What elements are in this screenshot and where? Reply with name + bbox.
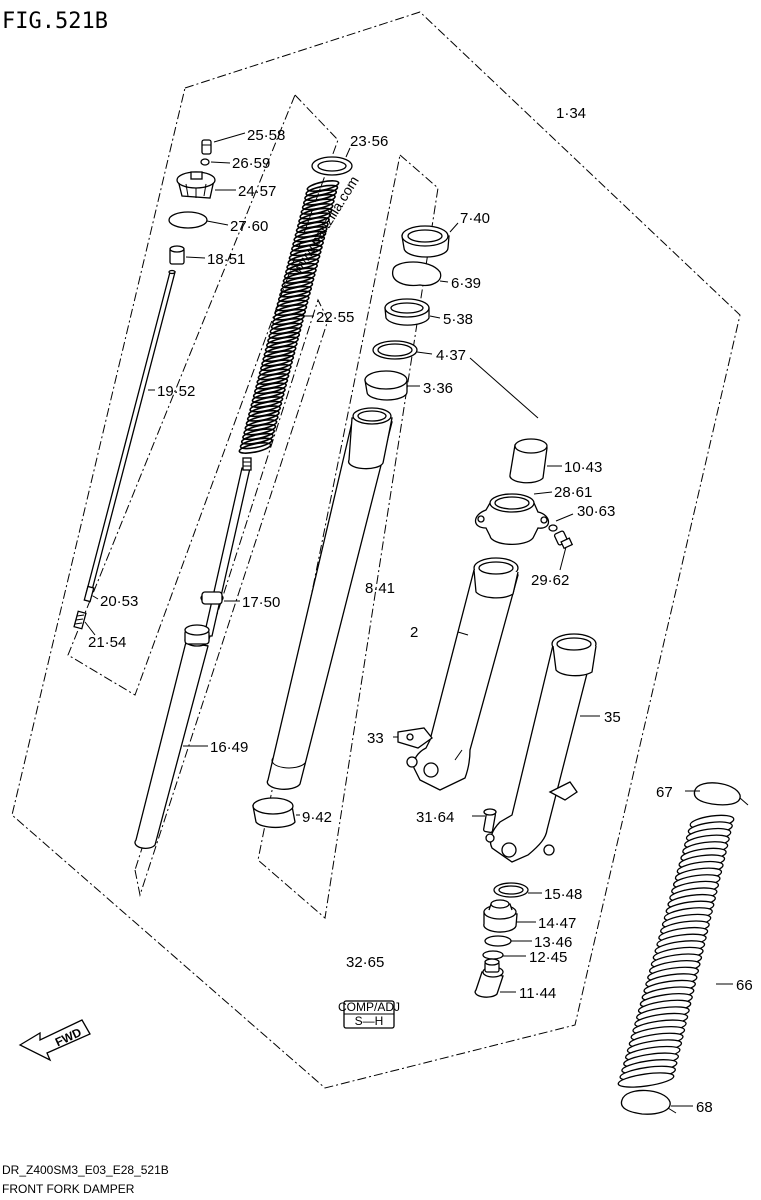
callout-labels: 1·34 2 3·36 4·37 5·38 6·39 7·40 8·41 9·4…: [88, 105, 753, 1116]
lock-nut-part: [169, 245, 185, 265]
lower-bush-part: [252, 797, 296, 829]
callout-6: 6·39: [451, 275, 481, 292]
clamp-washer-part: [548, 524, 558, 532]
callout-15: 15·48: [544, 886, 582, 903]
callout-33: 33: [367, 730, 384, 747]
leader-lines: [84, 132, 733, 1107]
o-ring-cap-part: [168, 211, 208, 229]
fwd-label: FWD: [53, 1025, 84, 1049]
compression-adjuster-part: [474, 958, 504, 998]
damper-cylinder-part: [134, 457, 252, 849]
badge-bottom-text: S—H: [355, 1014, 384, 1028]
boot-lower-clip-tab: [667, 1107, 677, 1114]
callout-31: 31·64: [416, 809, 454, 826]
adjuster-rod-part: [85, 269, 176, 595]
comp-adj-label-part: COMP/ADJ S—H: [338, 1000, 400, 1029]
callout-25: 25·58: [247, 127, 285, 144]
clamp-bolt-part: [553, 530, 574, 550]
watermark-text: www.partzilla.com: [288, 173, 361, 277]
callout-32: 32·65: [346, 954, 384, 971]
callout-26: 26·59: [232, 155, 270, 172]
footer-name: FRONT FORK DAMPER: [2, 1182, 135, 1196]
bolt-part: [201, 139, 212, 155]
callout-16: 16·49: [210, 739, 248, 756]
boot-lower-clip-part: [620, 1089, 671, 1115]
callout-3: 3·36: [423, 380, 453, 397]
callout-23: 23·56: [350, 133, 388, 150]
o-ring-base-part: [493, 882, 529, 898]
callout-30: 30·63: [577, 503, 615, 520]
badge-top-text: COMP/ADJ: [338, 1000, 400, 1014]
o-ring-small-part: [200, 158, 210, 166]
rod-pin-part: [83, 585, 95, 603]
fork-boot-part: [617, 814, 735, 1088]
spacer-tube-part: [509, 438, 548, 484]
callout-5: 5·38: [443, 311, 473, 328]
callout-9: 9·42: [302, 809, 332, 826]
callout-29: 29·62: [531, 572, 569, 589]
callout-20: 20·53: [100, 593, 138, 610]
callout-8: 8·41: [365, 580, 395, 597]
footer-code: DR_Z400SM3_E03_E28_521B: [2, 1163, 169, 1177]
callout-10: 10·43: [564, 459, 602, 476]
inner-tube-group-edge: [469, 357, 539, 419]
clamp-part: [474, 493, 550, 546]
small-spring-part: [73, 610, 87, 630]
oil-seal-retainer-part: [384, 298, 430, 326]
callout-2: 2: [410, 624, 418, 641]
boot-upper-clip-part: [693, 782, 741, 806]
callout-21: 21·54: [88, 634, 126, 651]
left-rod-group-outline: [67, 94, 339, 696]
washer-valve-part: [482, 950, 504, 960]
callout-14: 14·47: [538, 915, 576, 932]
o-ring-valve-part: [484, 935, 512, 947]
callout-18: 18·51: [207, 251, 245, 268]
guide-ring-part: [372, 340, 418, 360]
slide-bush-part: [364, 370, 408, 401]
callout-68: 68: [696, 1099, 713, 1116]
callout-13: 13·46: [534, 934, 572, 951]
callout-28: 28·61: [554, 484, 592, 501]
callout-66: 66: [736, 977, 753, 994]
damper-cap-part: [176, 171, 216, 199]
callout-17: 17·50: [242, 594, 280, 611]
outer-tube-alt-part: [485, 633, 597, 863]
brake-bracket-part: [397, 727, 433, 749]
spring-seat-ring-part: [311, 156, 353, 176]
callout-12: 12·45: [529, 949, 567, 966]
callout-7: 7·40: [460, 210, 490, 227]
callout-22: 22·55: [316, 309, 354, 326]
callout-24: 24·57: [238, 183, 276, 200]
callout-1: 1·34: [556, 105, 586, 122]
callout-67: 67: [656, 784, 673, 801]
fwd-arrow-icon: FWD: [18, 1019, 91, 1062]
callout-27: 27·60: [230, 218, 268, 235]
outer-assembly-outline: [11, 11, 741, 1089]
boot-upper-clip-tab: [739, 797, 749, 806]
oil-seal-part: [401, 225, 450, 258]
base-valve-part: [483, 899, 518, 933]
callout-4: 4·37: [436, 347, 466, 364]
callout-19: 19·52: [157, 383, 195, 400]
figure-title: FIG.521B: [2, 9, 108, 34]
spring-cylinder-group-outline: [134, 298, 329, 897]
stopper-ring-part: [392, 261, 442, 287]
callout-11: 11·44: [519, 985, 556, 1002]
outer-tube-part: [406, 557, 519, 791]
fork-spring-part: [238, 180, 340, 454]
drain-bolt-part: [482, 808, 497, 834]
callout-35: 35: [604, 709, 621, 726]
inner-tube-part: [266, 407, 393, 790]
